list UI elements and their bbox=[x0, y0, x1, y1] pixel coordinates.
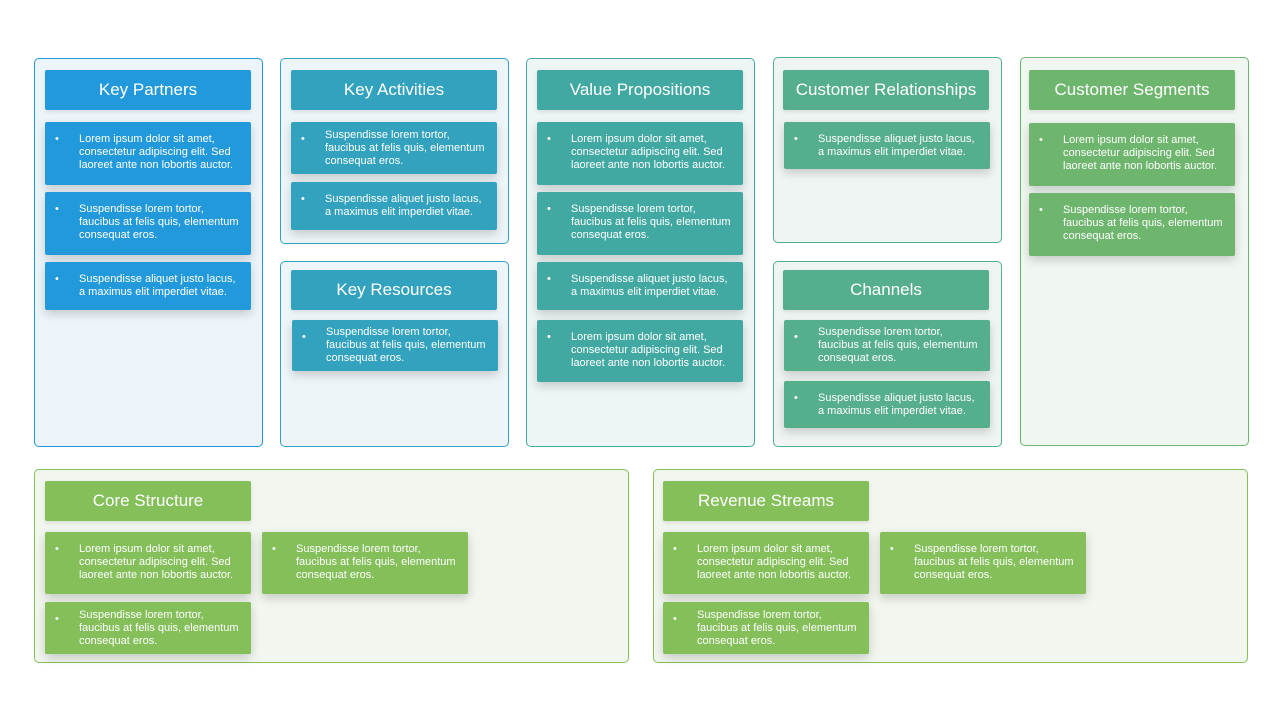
card-text: Suspendisse lorem tortor, faucibus at fe… bbox=[79, 609, 239, 647]
key-activities-card: Suspendisse lorem tortor, faucibus at fe… bbox=[291, 122, 497, 174]
card-text: Lorem ipsum dolor sit amet, consectetur … bbox=[697, 543, 852, 581]
key-partners-header: Key Partners bbox=[45, 70, 251, 110]
card-text: Lorem ipsum dolor sit amet, consectetur … bbox=[571, 133, 726, 171]
card-text: Lorem ipsum dolor sit amet, consectetur … bbox=[79, 543, 234, 581]
core-structure-header: Core Structure bbox=[45, 481, 251, 521]
card-text: Lorem ipsum dolor sit amet, consectetur … bbox=[571, 331, 726, 369]
key-partners-card: Suspendisse lorem tortor, faucibus at fe… bbox=[45, 192, 251, 255]
card-text: Suspendisse lorem tortor, faucibus at fe… bbox=[818, 326, 978, 364]
channels-header: Channels bbox=[783, 270, 989, 310]
revenue-streams-card: Suspendisse lorem tortor, faucibus at fe… bbox=[663, 602, 869, 654]
key-partners-card: Suspendisse aliquet justo lacus, a maxim… bbox=[45, 262, 251, 310]
key-resources-header: Key Resources bbox=[291, 270, 497, 310]
key-resources-card: Suspendisse lorem tortor, faucibus at fe… bbox=[292, 320, 498, 371]
core-structure-card: Suspendisse lorem tortor, faucibus at fe… bbox=[262, 532, 468, 594]
revenue-streams-card: Lorem ipsum dolor sit amet, consectetur … bbox=[663, 532, 869, 594]
channels-card: Suspendisse lorem tortor, faucibus at fe… bbox=[784, 320, 990, 371]
card-text: Suspendisse lorem tortor, faucibus at fe… bbox=[914, 543, 1074, 581]
card-text: Suspendisse aliquet justo lacus, a maxim… bbox=[818, 392, 975, 417]
value-propositions-card: Lorem ipsum dolor sit amet, consectetur … bbox=[537, 320, 743, 382]
card-text: Suspendisse aliquet justo lacus, a maxim… bbox=[79, 273, 236, 298]
customer-relationships-header: Customer Relationships bbox=[783, 70, 989, 110]
revenue-streams-header: Revenue Streams bbox=[663, 481, 869, 521]
customer-segments-card: Suspendisse lorem tortor, faucibus at fe… bbox=[1029, 193, 1235, 256]
card-text: Suspendisse lorem tortor, faucibus at fe… bbox=[326, 326, 486, 364]
card-text: Suspendisse lorem tortor, faucibus at fe… bbox=[571, 203, 731, 241]
customer-segments-header: Customer Segments bbox=[1029, 70, 1235, 110]
key-partners-card: Lorem ipsum dolor sit amet, consectetur … bbox=[45, 122, 251, 185]
card-text: Suspendisse aliquet justo lacus, a maxim… bbox=[571, 273, 728, 298]
card-text: Suspendisse lorem tortor, faucibus at fe… bbox=[325, 129, 485, 167]
card-text: Suspendisse lorem tortor, faucibus at fe… bbox=[1063, 204, 1223, 242]
value-propositions-header: Value Propositions bbox=[537, 70, 743, 110]
value-propositions-card: Suspendisse lorem tortor, faucibus at fe… bbox=[537, 192, 743, 255]
core-structure-card: Suspendisse lorem tortor, faucibus at fe… bbox=[45, 602, 251, 654]
key-activities-card: Suspendisse aliquet justo lacus, a maxim… bbox=[291, 182, 497, 230]
card-text: Suspendisse lorem tortor, faucibus at fe… bbox=[79, 203, 239, 241]
customer-segments-card: Lorem ipsum dolor sit amet, consectetur … bbox=[1029, 123, 1235, 186]
channels-card: Suspendisse aliquet justo lacus, a maxim… bbox=[784, 381, 990, 428]
key-activities-header: Key Activities bbox=[291, 70, 497, 110]
core-structure-card: Lorem ipsum dolor sit amet, consectetur … bbox=[45, 532, 251, 594]
card-text: Lorem ipsum dolor sit amet, consectetur … bbox=[79, 133, 234, 171]
customer-relationships-card: Suspendisse aliquet justo lacus, a maxim… bbox=[784, 122, 990, 169]
value-propositions-card: Lorem ipsum dolor sit amet, consectetur … bbox=[537, 122, 743, 185]
card-text: Suspendisse aliquet justo lacus, a maxim… bbox=[325, 193, 482, 218]
card-text: Suspendisse lorem tortor, faucibus at fe… bbox=[296, 543, 456, 581]
card-text: Lorem ipsum dolor sit amet, consectetur … bbox=[1063, 134, 1218, 172]
card-text: Suspendisse aliquet justo lacus, a maxim… bbox=[818, 133, 975, 158]
card-text: Suspendisse lorem tortor, faucibus at fe… bbox=[697, 609, 857, 647]
revenue-streams-card: Suspendisse lorem tortor, faucibus at fe… bbox=[880, 532, 1086, 594]
value-propositions-card: Suspendisse aliquet justo lacus, a maxim… bbox=[537, 262, 743, 310]
